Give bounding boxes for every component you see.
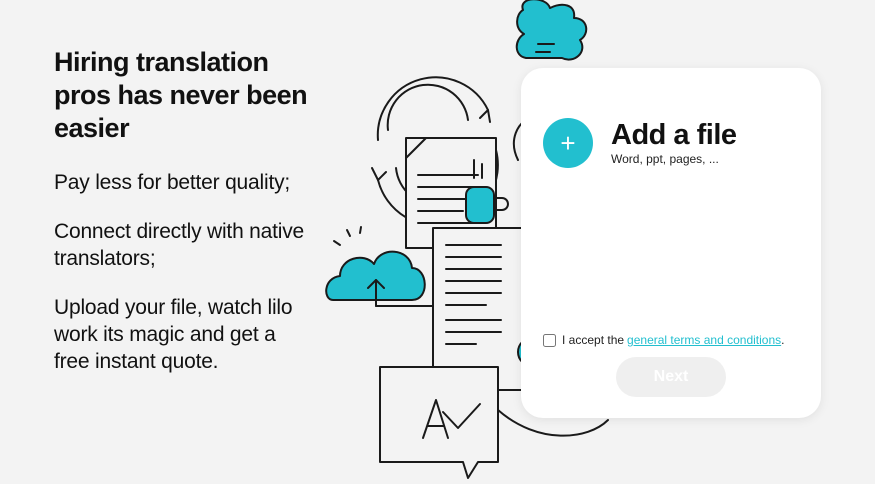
terms-checkbox[interactable] bbox=[543, 333, 556, 347]
intro-section: Hiring translation pros has never been e… bbox=[54, 46, 314, 375]
benefit-text: Connect directly with native translators… bbox=[54, 220, 305, 270]
headline: Hiring translation pros has never been e… bbox=[54, 47, 308, 143]
file-types-hint: Word, ppt, pages, ... bbox=[611, 152, 719, 166]
terms-link[interactable]: general terms and conditions bbox=[627, 333, 782, 347]
terms-suffix: . bbox=[781, 333, 785, 347]
benefit-text: Upload your file, watch lilo work its ma… bbox=[54, 296, 293, 373]
terms-prefix: I accept the bbox=[562, 333, 625, 347]
add-file-title: Add a file bbox=[611, 119, 737, 151]
benefit-text: Pay less for better quality; bbox=[54, 171, 291, 194]
plus-icon: + bbox=[560, 127, 576, 158]
next-button[interactable]: Next bbox=[616, 357, 726, 397]
add-file-button[interactable]: + bbox=[543, 118, 593, 168]
upload-card: + Add a file Word, ppt, pages, ... I acc… bbox=[521, 68, 821, 418]
terms-row: I accept the general terms and condition… bbox=[543, 333, 784, 347]
translation-illustration bbox=[325, 0, 609, 479]
